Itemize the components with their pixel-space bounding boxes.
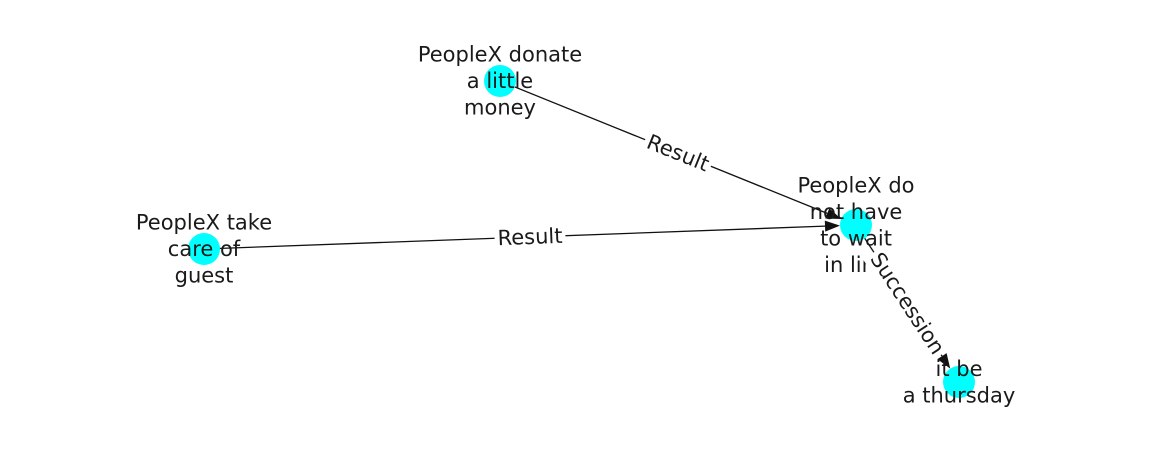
node-label-line: to wait [820,226,892,250]
arrow-head-icon [937,353,951,369]
node-label-line: a thursday [903,383,1016,407]
edge-label-text: Succession [866,248,950,359]
edge-label-donate-wait: Result [640,127,716,179]
edge-label-text: Result [497,224,563,250]
nodes-layer [188,65,975,398]
edges-layer [203,80,951,369]
edge-label-care-wait: Result [494,222,566,252]
edge-label-background [640,127,716,179]
node-label-line: it be [936,357,983,381]
node-label-line: PeopleX do [797,173,914,197]
edge-label-background [863,245,952,362]
arrow-head-icon [824,220,841,232]
node-care[interactable] [188,233,220,265]
node-label-line: PeopleX take [136,211,272,235]
node-label-line: PeopleX donate [418,43,582,67]
node-thursday[interactable] [943,366,975,398]
arrow-head-icon [825,208,842,220]
node-wait[interactable] [840,209,872,241]
edge-label-wait-thursday: Succession [863,245,952,362]
node-label-line: care of [168,237,241,261]
edge-label-text: Result [643,130,712,177]
node-label-line: guest [175,264,234,288]
edge-label-background [494,222,566,252]
node-label-line: not have [810,200,903,224]
node-label-line: money [464,96,536,120]
node-label-line: a little [467,69,533,93]
node-donate[interactable] [484,65,516,97]
